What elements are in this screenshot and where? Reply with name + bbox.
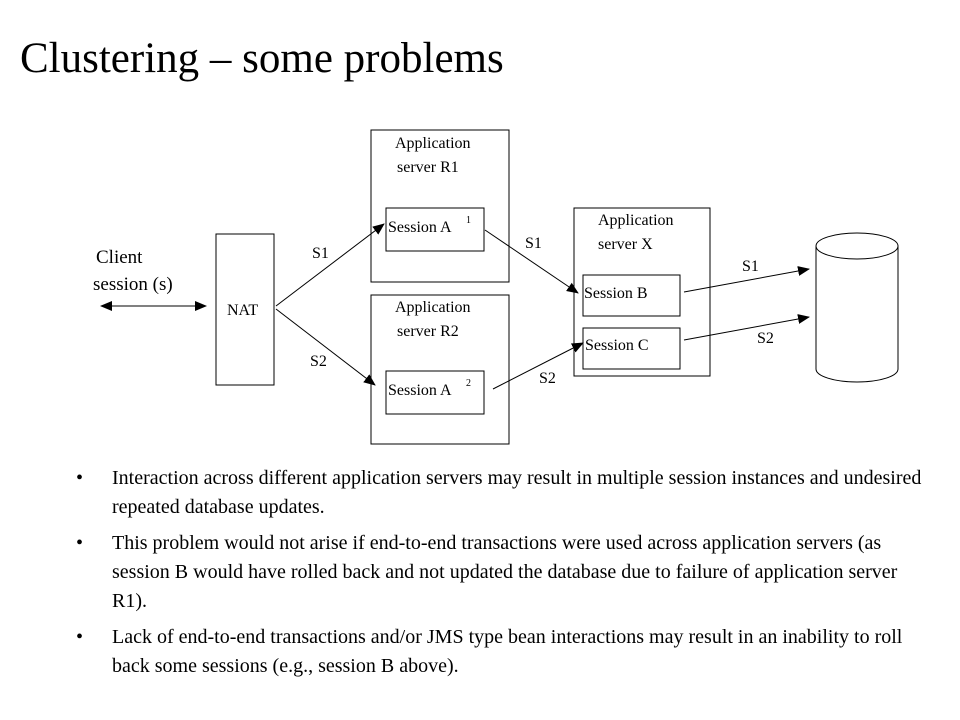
bullet-text: Lack of end-to-end transactions and/or J… [112, 626, 903, 677]
nat-box [215, 233, 275, 386]
session-a2-superscript: 2 [466, 378, 471, 389]
database-cylinder [815, 232, 899, 383]
bullet-dot: • [76, 626, 84, 648]
bullet-text: This problem would not arise if end-to-e… [112, 532, 898, 612]
bullet-list: • Interaction across different applicatio… [76, 464, 936, 688]
bullet-item: • This problem would not arise if end-to-… [76, 529, 936, 616]
s1-label-nat-r1: S1 [312, 245, 329, 262]
bullet-item: • Interaction across different applicatio… [76, 464, 936, 522]
session-a1-label: Session A [388, 219, 452, 236]
clustering-diagram: Client session (s) NAT Application serve… [93, 129, 899, 445]
session-a1-box [385, 207, 485, 252]
app-server-r1 [370, 129, 510, 283]
c-to-db-arrow [683, 314, 810, 341]
session-a2-label: Session A [388, 382, 452, 399]
bullet-text: Interaction across different application… [112, 467, 922, 518]
app-server-r2 [370, 294, 510, 445]
session-b-box [582, 274, 681, 317]
s2-label-a2-c: S2 [539, 370, 556, 387]
a1-to-b-arrow [484, 229, 579, 294]
app-server-x-title-line1: Application [598, 212, 674, 229]
app-server-r2-title-line2: server R2 [397, 323, 459, 340]
s1-label-b-db: S1 [742, 258, 759, 275]
client-label-line1: Client [96, 247, 143, 268]
b-to-db-arrow [683, 266, 810, 293]
nat-to-r2-arrow [275, 308, 376, 386]
nat-to-r1-arrow [275, 223, 385, 307]
client-label-line2: session (s) [93, 274, 173, 295]
session-a2-box [385, 370, 485, 415]
bullet-dot: • [76, 532, 84, 554]
app-server-r1-title-line1: Application [395, 135, 471, 152]
s2-label-c-db: S2 [757, 330, 774, 347]
a2-to-c-arrow [492, 342, 584, 390]
app-server-x-title-line2: server X [598, 236, 653, 253]
bullet-dot: • [76, 467, 84, 489]
slide-title: Clustering – some problems [20, 35, 504, 82]
session-b-label: Session B [584, 285, 648, 302]
session-a1-superscript: 1 [466, 215, 471, 226]
app-server-r2-title-line1: Application [395, 299, 471, 316]
nat-label: NAT [227, 302, 258, 319]
s2-label-nat-r2: S2 [310, 353, 327, 370]
app-server-r1-title-line2: server R1 [397, 159, 459, 176]
session-c-label: Session C [585, 337, 649, 354]
s1-label-a1-b: S1 [525, 235, 542, 252]
bullet-item: • Lack of end-to-end transactions and/or … [76, 623, 936, 681]
